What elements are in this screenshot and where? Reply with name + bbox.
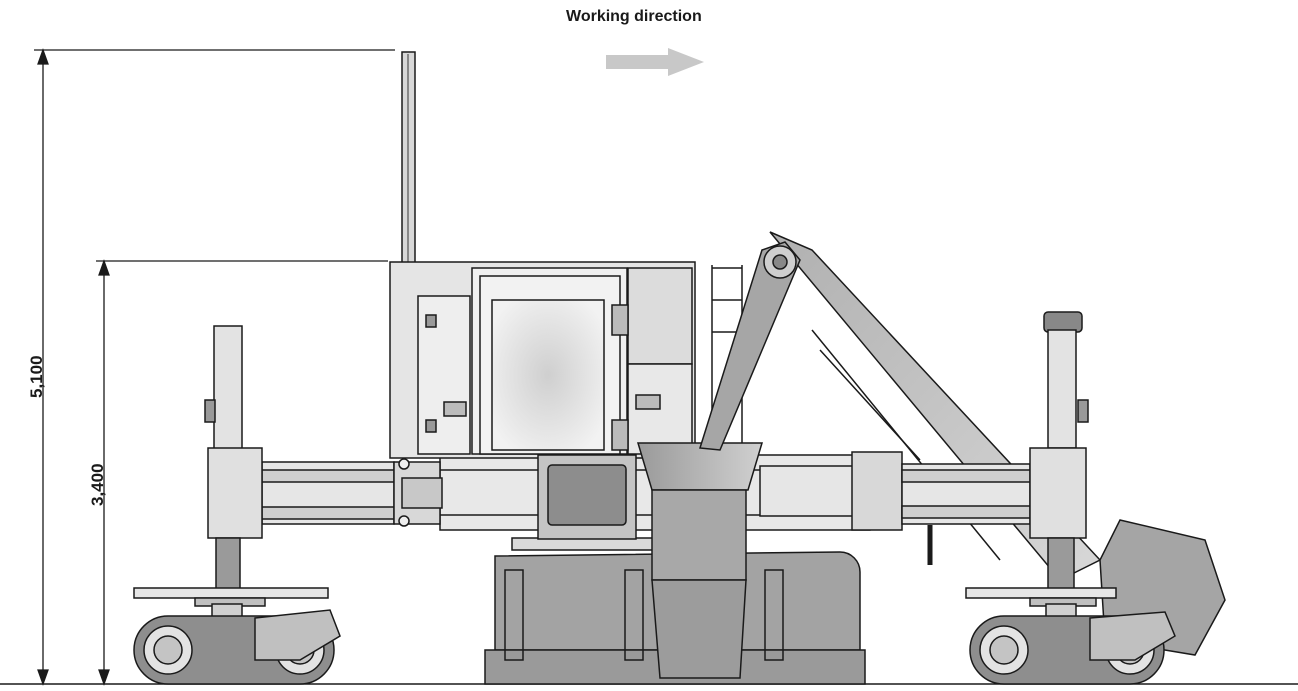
left-track [133, 609, 341, 685]
right-track [969, 611, 1176, 685]
control-box [537, 454, 637, 540]
overall-height-label: 5,100 [27, 355, 46, 398]
dimension-cab-height [96, 259, 388, 686]
left-leg [133, 325, 329, 643]
right-arm [759, 451, 1031, 565]
exhaust-pipe [401, 51, 416, 293]
cab-height-label: 3,400 [88, 463, 107, 506]
working-direction-label: Working direction [566, 8, 702, 25]
arrow-right-icon [606, 48, 704, 76]
dimension-overall-height [34, 48, 395, 686]
hopper-chute [636, 442, 764, 679]
engine-housing [389, 261, 696, 459]
left-arm [261, 458, 443, 527]
